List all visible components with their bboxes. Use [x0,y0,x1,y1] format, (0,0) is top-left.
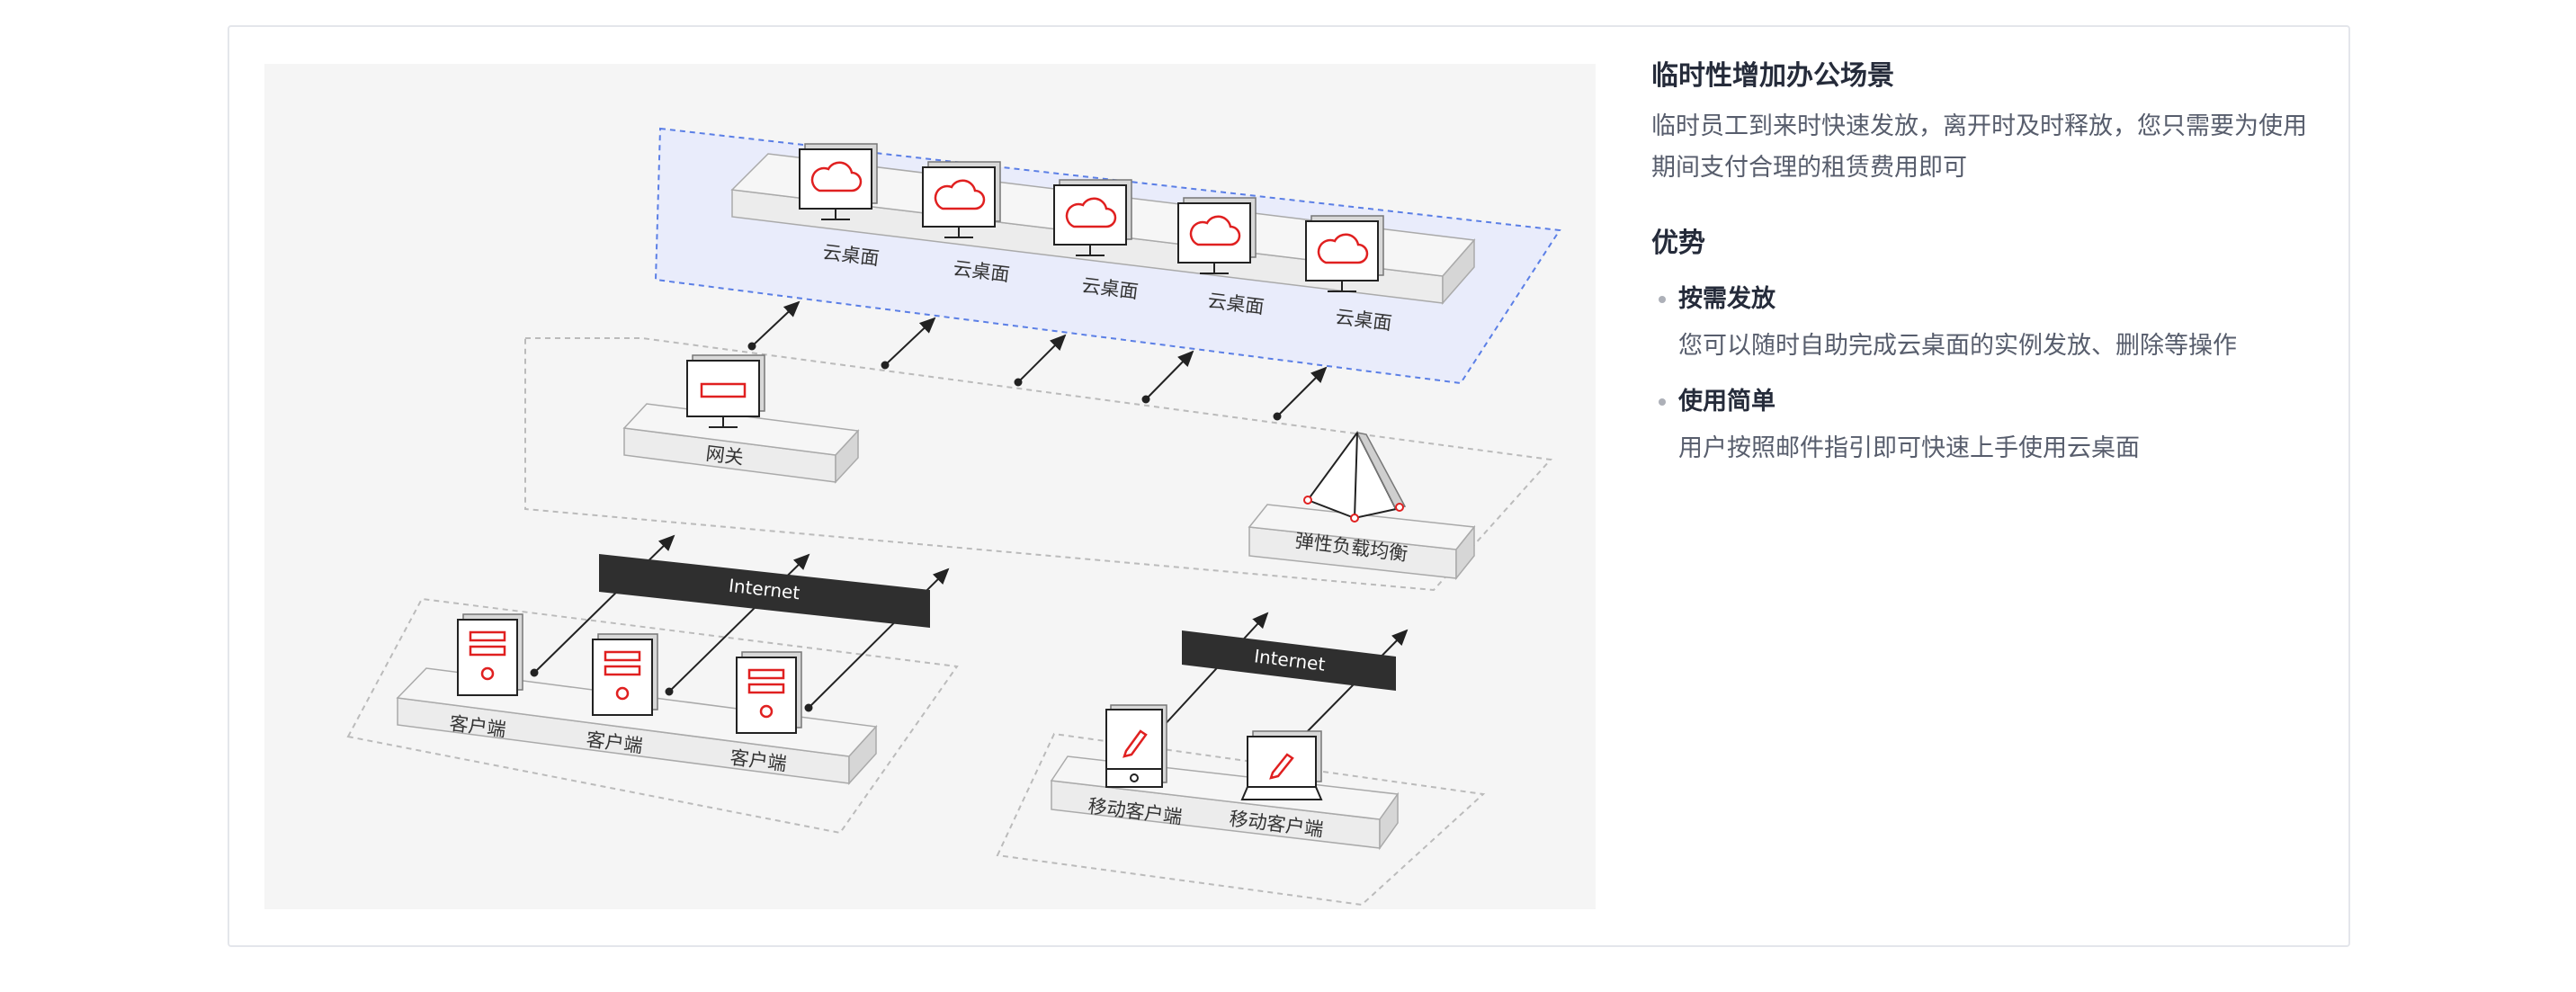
client-device-1 [457,613,523,696]
cloud-desktop-5 [1305,215,1384,292]
load-balancer-icon [1303,431,1407,523]
cloud-icon [934,179,986,210]
mobile-zone [996,732,1486,907]
mobile-device-laptop [1240,730,1323,800]
advantage-item: 使用简单 用户按照邮件指引即可快速上手使用云桌面 [1651,383,2317,468]
scenario-text-panel: 临时性增加办公场景 临时员工到来时快速发放，离开时及时释放，您只需要为使用期间支… [1651,58,2317,468]
gateway-label: 网关 [704,442,745,469]
internet-bar-right [1182,630,1396,691]
advantage-desc: 用户按照邮件指引即可快速上手使用云桌面 [1678,434,2140,462]
cloud-icon [1065,197,1117,228]
bullet-dot-icon [1659,398,1666,406]
mobile-device-tablet [1105,704,1167,788]
internet-bar-left [599,554,930,628]
bullet-dot-icon [1659,296,1666,303]
advantage-item: 按需发放 您可以随时自助完成云桌面的实例发放、删除等操作 [1651,281,2317,365]
pen-icon [1123,729,1148,758]
cloud-desktop-2 [922,161,1001,238]
arrows-to-cloud [747,300,1328,421]
cloud-desktop-3 [1053,179,1132,256]
cloud-icon [810,161,863,192]
architecture-diagram: Internet Internet [264,64,1596,909]
scenario-title: 临时性增加办公场景 [1651,60,1894,92]
gateway-zone [524,337,1553,592]
client-device-3 [736,651,802,734]
cloud-desktop-4 [1177,197,1257,274]
cloud-desktop-1 [799,143,878,220]
advantage-title: 使用简单 [1678,388,1775,416]
gateway-icon [686,354,765,428]
client-zone [346,597,959,835]
advantage-desc: 您可以随时自助完成云桌面的实例发放、删除等操作 [1678,332,2237,360]
pen-icon [1269,753,1294,780]
scenario-description: 临时员工到来时快速发放，离开时及时释放，您只需要为使用期间支付合理的租赁费用即可 [1651,112,2307,182]
cloud-icon [1189,215,1241,246]
advantage-title: 按需发放 [1678,285,1775,313]
client-device-2 [592,633,658,716]
advantages-heading: 优势 [1651,228,1705,259]
cloud-icon [1317,233,1369,264]
